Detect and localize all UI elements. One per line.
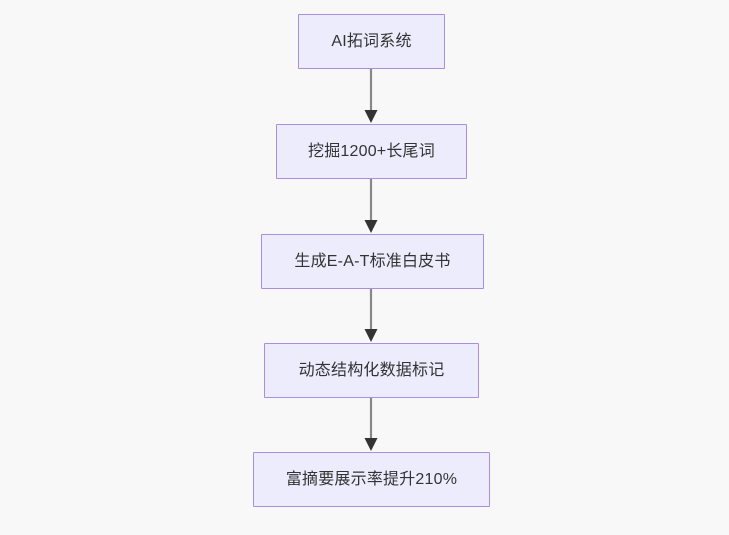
- flow-node-label: 挖掘1200+长尾词: [308, 142, 435, 160]
- flow-node-label: AI拓词系统: [331, 32, 412, 50]
- flow-connector-4: [364, 398, 378, 451]
- flow-node-mine-longtail-keywords[interactable]: 挖掘1200+长尾词: [276, 124, 467, 179]
- flow-connector-2: [364, 179, 378, 233]
- flow-node-label: 富摘要展示率提升210%: [285, 470, 458, 488]
- flow-node-rich-snippet-rate-increase[interactable]: 富摘要展示率提升210%: [253, 452, 490, 507]
- flow-node-generate-eat-whitepaper[interactable]: 生成E-A-T标准白皮书: [261, 234, 484, 289]
- flow-node-ai-keyword-system[interactable]: AI拓词系统: [298, 14, 445, 69]
- flow-connector-1: [364, 69, 378, 123]
- flow-connector-3: [364, 289, 378, 342]
- flow-node-label: 动态结构化数据标记: [298, 361, 445, 379]
- flow-node-label: 生成E-A-T标准白皮书: [294, 252, 451, 270]
- flow-node-dynamic-structured-data-markup[interactable]: 动态结构化数据标记: [264, 343, 479, 398]
